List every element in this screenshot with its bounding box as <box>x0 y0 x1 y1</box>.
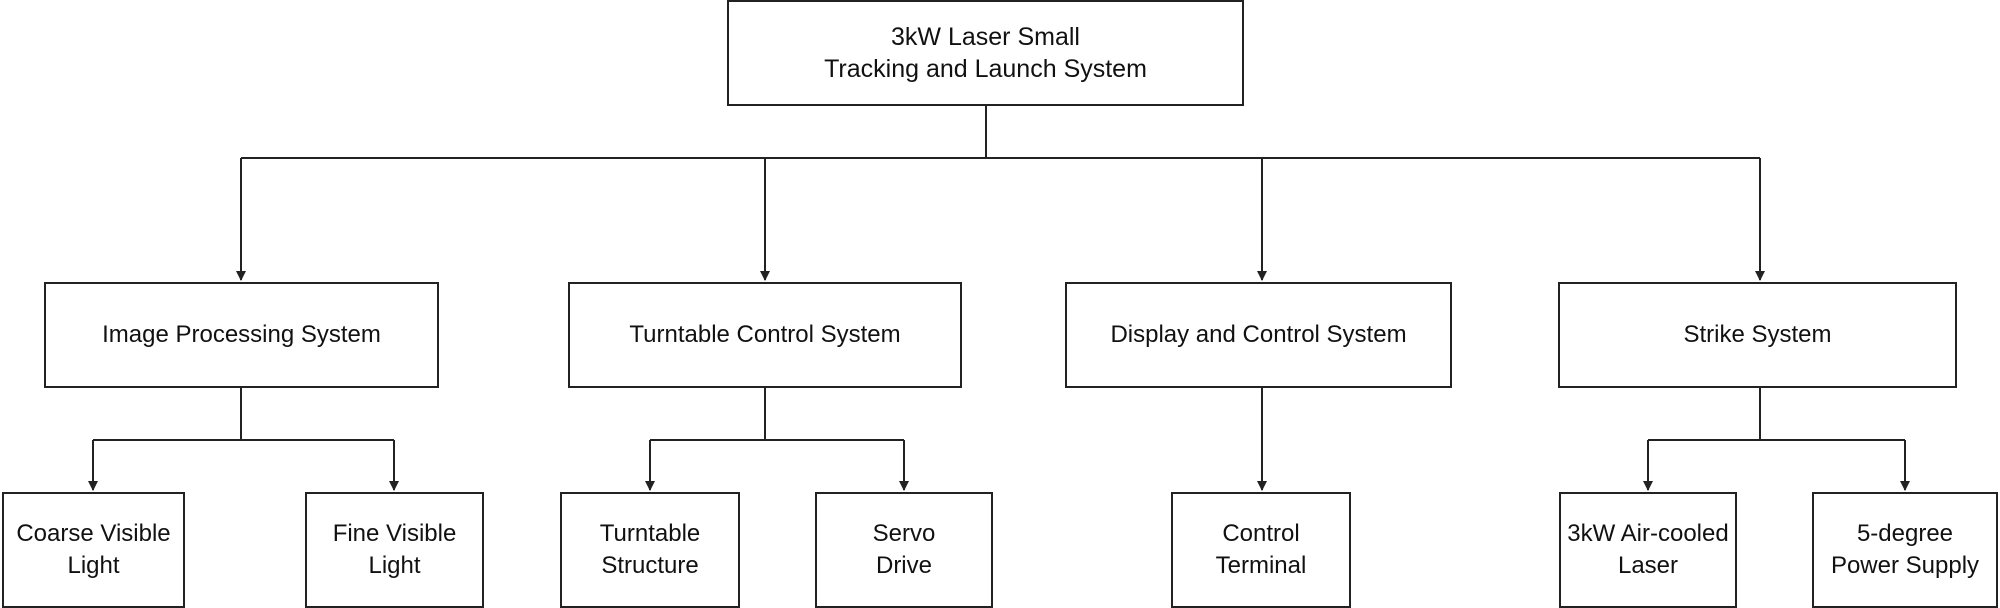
subsystem-label: Display and Control System <box>1110 321 1407 349</box>
subsystem-display-control: Display and Control System <box>1065 282 1452 388</box>
component-label-line2: Light <box>368 552 421 579</box>
component-label-line1: 3kW Air-cooled <box>1567 519 1729 547</box>
component-fine-visible-light: Fine Visible Light <box>305 492 484 608</box>
subsystem-turntable-control: Turntable Control System <box>568 282 962 388</box>
component-label-line1: 5-degree <box>1856 519 1954 547</box>
subsystem-strike: Strike System <box>1558 282 1957 388</box>
component-label-line2: Light <box>67 552 120 579</box>
root-title-line2: Tracking and Launch System <box>824 55 1147 83</box>
component-label-line1: Coarse Visible <box>16 519 171 547</box>
component-label-line1: Control <box>1222 519 1300 547</box>
component-servo-drive: Servo Drive <box>815 492 993 608</box>
subsystem-label: Turntable Control System <box>629 321 901 349</box>
component-label-line2: Laser <box>1617 552 1679 579</box>
component-label-line2: Structure <box>601 552 699 579</box>
component-control-terminal: Control Terminal <box>1171 492 1351 608</box>
component-label-line2: Power Supply <box>1830 552 1980 579</box>
component-label-line2: Terminal <box>1215 552 1307 579</box>
subsystem-label: Image Processing System <box>102 321 381 349</box>
component-turntable-structure: Turntable Structure <box>560 492 740 608</box>
subsystem-label: Strike System <box>1683 321 1832 349</box>
component-label-line1: Servo <box>872 519 936 547</box>
component-air-cooled-laser: 3kW Air-cooled Laser <box>1559 492 1737 608</box>
component-label-line1: Fine Visible <box>332 519 457 547</box>
root-title-line1: 3kW Laser Small <box>891 22 1080 51</box>
component-power-supply: 5-degree Power Supply <box>1812 492 1998 608</box>
component-coarse-visible-light: Coarse Visible Light <box>2 492 185 608</box>
component-label-line1: Turntable <box>599 519 701 547</box>
root-node-box: 3kW Laser Small Tracking and Launch Syst… <box>727 0 1244 106</box>
subsystem-image-processing: Image Processing System <box>44 282 439 388</box>
component-label-line2: Drive <box>875 552 932 579</box>
